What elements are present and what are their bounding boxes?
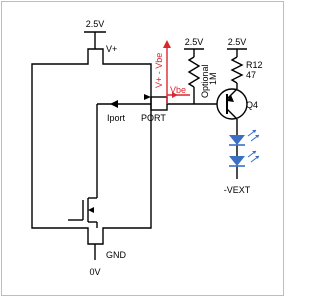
vbe-arrow-right-icon bbox=[172, 92, 178, 98]
port-pin bbox=[150, 96, 168, 111]
wires bbox=[31, 31, 248, 260]
vplus-pin-label: V+ bbox=[106, 44, 117, 54]
led-1 bbox=[229, 129, 260, 146]
circuit-schematic: 2.5V V+ GND 0V PORT Iport 2.5V 2.5V R12 … bbox=[31, 19, 263, 277]
led-2-ray-arrow-a bbox=[252, 151, 256, 154]
gnd-pin-label: GND bbox=[106, 250, 127, 260]
led-2-triangle bbox=[229, 156, 245, 166]
led-1-triangle bbox=[229, 135, 245, 145]
pullup-label-line1: Optional bbox=[200, 64, 210, 98]
vext-label: -VEXT bbox=[224, 185, 251, 195]
r12-supply-label: 2.5V bbox=[228, 37, 247, 47]
transistor-label: Q4 bbox=[246, 100, 258, 110]
schematic-frame: 2.5V V+ GND 0V PORT Iport 2.5V 2.5V R12 … bbox=[1, 1, 284, 296]
led-1-ray-arrow-a bbox=[252, 130, 256, 133]
current-arrow-icon bbox=[110, 100, 118, 108]
supply-top-label: 2.5V bbox=[86, 19, 105, 29]
pullup-supply-label: 2.5V bbox=[185, 37, 204, 47]
pullup-resistor bbox=[187, 56, 201, 88]
ground-voltage-label: 0V bbox=[89, 267, 100, 277]
r12-label-line2: 47 bbox=[246, 70, 256, 80]
mosfet-arrow-icon bbox=[88, 207, 94, 213]
led-2-ray-arrow-b bbox=[255, 156, 259, 159]
r12-resistor bbox=[230, 56, 244, 84]
ic-body bbox=[31, 48, 152, 245]
led-1-ray-arrow-b bbox=[255, 135, 259, 138]
port-arrow-icon bbox=[144, 94, 151, 100]
led-2 bbox=[229, 150, 260, 167]
frame-border bbox=[1, 1, 284, 296]
q4-emitter bbox=[226, 88, 238, 100]
vbe-arrow-label: V+ - Vbe bbox=[154, 53, 164, 88]
port-label: PORT bbox=[141, 113, 166, 123]
r12-label-line1: R12 bbox=[246, 60, 263, 70]
pullup-label-line2: 1M bbox=[208, 72, 218, 85]
current-label: Iport bbox=[107, 113, 126, 123]
vbe-label: Vbe bbox=[170, 85, 186, 95]
vbe-arrow-up-icon bbox=[163, 40, 171, 48]
q4-collector bbox=[226, 108, 238, 120]
vbe-annotation bbox=[163, 40, 190, 104]
q4-emitter-arrow-icon bbox=[227, 95, 234, 102]
q4-body bbox=[216, 88, 248, 120]
